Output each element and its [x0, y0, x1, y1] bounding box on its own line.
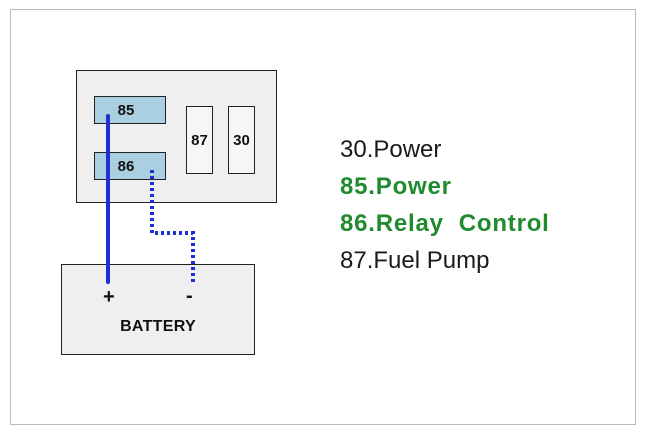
pin-legend: 30.Power 85.Power 86.Relay Control 87.Fu… [340, 136, 550, 284]
relay-pin-85: 85 [94, 96, 166, 124]
legend-item-86: 86.Relay Control [340, 210, 550, 237]
relay-pin-30: 30 [228, 106, 255, 174]
legend-item-85: 85.Power [340, 173, 452, 200]
relay-pin-86-label: 86 [117, 157, 135, 175]
relay-pin-87-label: 87 [191, 131, 208, 149]
relay-pin-87: 87 [186, 106, 213, 174]
battery-label: BATTERY [120, 318, 196, 335]
battery-body [61, 264, 255, 355]
relay-pin-85-label: 85 [117, 101, 135, 119]
battery-positive-terminal: + [103, 286, 115, 308]
negative-wire-dotted [150, 170, 195, 282]
relay-pin-30-label: 30 [233, 131, 250, 149]
legend-item-30: 30.Power [340, 136, 442, 163]
legend-item-87: 87.Fuel Pump [340, 247, 490, 274]
battery-negative-terminal: - [186, 285, 193, 307]
